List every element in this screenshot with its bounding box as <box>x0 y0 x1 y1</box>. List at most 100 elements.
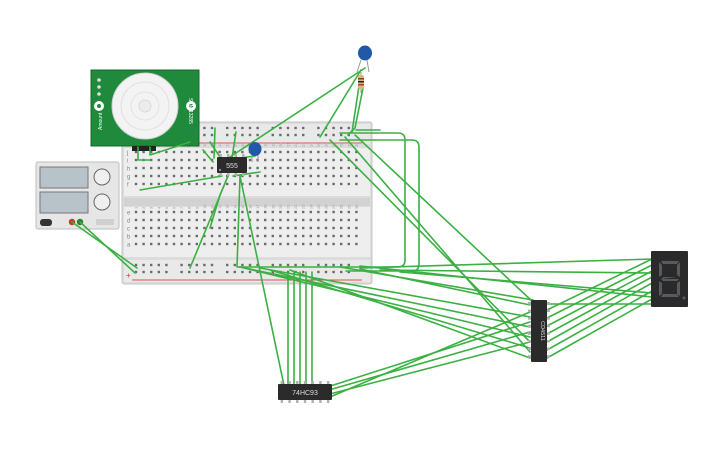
breadboard-hole[interactable] <box>279 218 282 222</box>
breadboard-hole[interactable] <box>286 226 290 230</box>
rail-hole[interactable] <box>210 133 214 137</box>
breadboard-hole[interactable] <box>241 234 244 238</box>
breadboard-hole[interactable] <box>340 234 343 238</box>
breadboard-hole[interactable] <box>264 150 267 154</box>
breadboard-hole[interactable] <box>134 226 138 230</box>
breadboard-hole[interactable] <box>172 210 176 214</box>
breadboard-hole[interactable] <box>210 210 214 214</box>
breadboard-hole[interactable] <box>172 226 176 230</box>
breadboard-hole[interactable] <box>180 166 183 170</box>
breadboard-hole[interactable] <box>294 182 297 186</box>
rail-hole[interactable] <box>256 126 259 130</box>
breadboard-hole[interactable] <box>180 242 183 246</box>
breadboard-hole[interactable] <box>218 182 221 186</box>
breadboard-hole[interactable] <box>302 210 305 214</box>
breadboard-hole[interactable] <box>172 174 176 178</box>
breadboard-hole[interactable] <box>172 242 176 246</box>
breadboard-hole[interactable] <box>271 166 274 170</box>
breadboard-hole[interactable] <box>324 166 328 170</box>
rail-hole[interactable] <box>210 263 214 267</box>
breadboard-hole[interactable] <box>340 210 343 214</box>
breadboard-hole[interactable] <box>248 158 252 162</box>
rail-hole[interactable] <box>195 270 198 274</box>
breadboard-hole[interactable] <box>142 166 145 170</box>
breadboard-hole[interactable] <box>165 210 168 214</box>
rail-hole[interactable] <box>195 263 198 267</box>
breadboard-hole[interactable] <box>279 150 282 154</box>
breadboard-hole[interactable] <box>264 158 267 162</box>
breadboard-hole[interactable] <box>195 182 198 186</box>
rail-hole[interactable] <box>188 270 191 274</box>
breadboard-hole[interactable] <box>210 166 214 170</box>
rail-hole[interactable] <box>332 263 335 267</box>
breadboard-hole[interactable] <box>165 158 168 162</box>
rail-hole[interactable] <box>256 263 259 267</box>
rail-hole[interactable] <box>226 133 229 137</box>
breadboard-hole[interactable] <box>195 174 198 178</box>
breadboard-hole[interactable] <box>264 174 267 178</box>
breadboard-hole[interactable] <box>279 234 282 238</box>
breadboard-hole[interactable] <box>188 150 191 154</box>
breadboard-hole[interactable] <box>172 158 176 162</box>
breadboard-hole[interactable] <box>271 174 274 178</box>
breadboard-hole[interactable] <box>134 182 138 186</box>
breadboard-hole[interactable] <box>157 226 160 230</box>
breadboard-hole[interactable] <box>188 234 191 238</box>
rail-hole[interactable] <box>317 126 320 130</box>
rail-hole[interactable] <box>233 263 236 267</box>
rail-hole[interactable] <box>317 270 320 274</box>
rail-hole[interactable] <box>210 270 214 274</box>
rail-hole[interactable] <box>142 263 145 267</box>
rail-hole[interactable] <box>157 263 160 267</box>
breadboard-hole[interactable] <box>134 210 138 214</box>
breadboard-hole[interactable] <box>142 150 145 154</box>
wires[interactable] <box>71 67 653 398</box>
breadboard-hole[interactable] <box>340 166 343 170</box>
breadboard-hole[interactable] <box>157 234 160 238</box>
breadboard-hole[interactable] <box>309 218 312 222</box>
breadboard-hole[interactable] <box>355 158 358 162</box>
breadboard-hole[interactable] <box>302 242 305 246</box>
breadboard-hole[interactable] <box>142 218 145 222</box>
rail-hole[interactable] <box>332 270 335 274</box>
breadboard-hole[interactable] <box>142 242 145 246</box>
breadboard-hole[interactable] <box>294 234 297 238</box>
breadboard-hole[interactable] <box>172 218 176 222</box>
rail-hole[interactable] <box>233 270 236 274</box>
breadboard-hole[interactable] <box>324 150 328 154</box>
breadboard-hole[interactable] <box>188 174 191 178</box>
breadboard-hole[interactable] <box>324 242 328 246</box>
rail-hole[interactable] <box>347 126 350 130</box>
breadboard-hole[interactable] <box>256 174 259 178</box>
breadboard-hole[interactable] <box>279 166 282 170</box>
breadboard-hole[interactable] <box>195 158 198 162</box>
breadboard-hole[interactable] <box>134 158 138 162</box>
breadboard-hole[interactable] <box>165 226 168 230</box>
breadboard-hole[interactable] <box>264 182 267 186</box>
rail-hole[interactable] <box>302 133 305 137</box>
breadboard-hole[interactable] <box>248 166 252 170</box>
rail-hole[interactable] <box>332 126 335 130</box>
breadboard-hole[interactable] <box>340 174 343 178</box>
breadboard-hole[interactable] <box>347 182 350 186</box>
breadboard-hole[interactable] <box>302 218 305 222</box>
breadboard-hole[interactable] <box>286 174 290 178</box>
breadboard-hole[interactable] <box>347 166 350 170</box>
breadboard-hole[interactable] <box>347 218 350 222</box>
rail-hole[interactable] <box>203 126 206 130</box>
breadboard-hole[interactable] <box>355 242 358 246</box>
rail-hole[interactable] <box>347 263 350 267</box>
breadboard-hole[interactable] <box>279 174 282 178</box>
breadboard-hole[interactable] <box>203 166 206 170</box>
breadboard-hole[interactable] <box>248 210 252 214</box>
rail-hole[interactable] <box>324 270 328 274</box>
breadboard-hole[interactable] <box>180 158 183 162</box>
breadboard-hole[interactable] <box>218 226 221 230</box>
breadboard-hole[interactable] <box>340 218 343 222</box>
breadboard-hole[interactable] <box>309 210 312 214</box>
rail-hole[interactable] <box>241 270 244 274</box>
rail-hole[interactable] <box>271 133 274 137</box>
breadboard-hole[interactable] <box>347 226 350 230</box>
breadboard-hole[interactable] <box>210 242 214 246</box>
